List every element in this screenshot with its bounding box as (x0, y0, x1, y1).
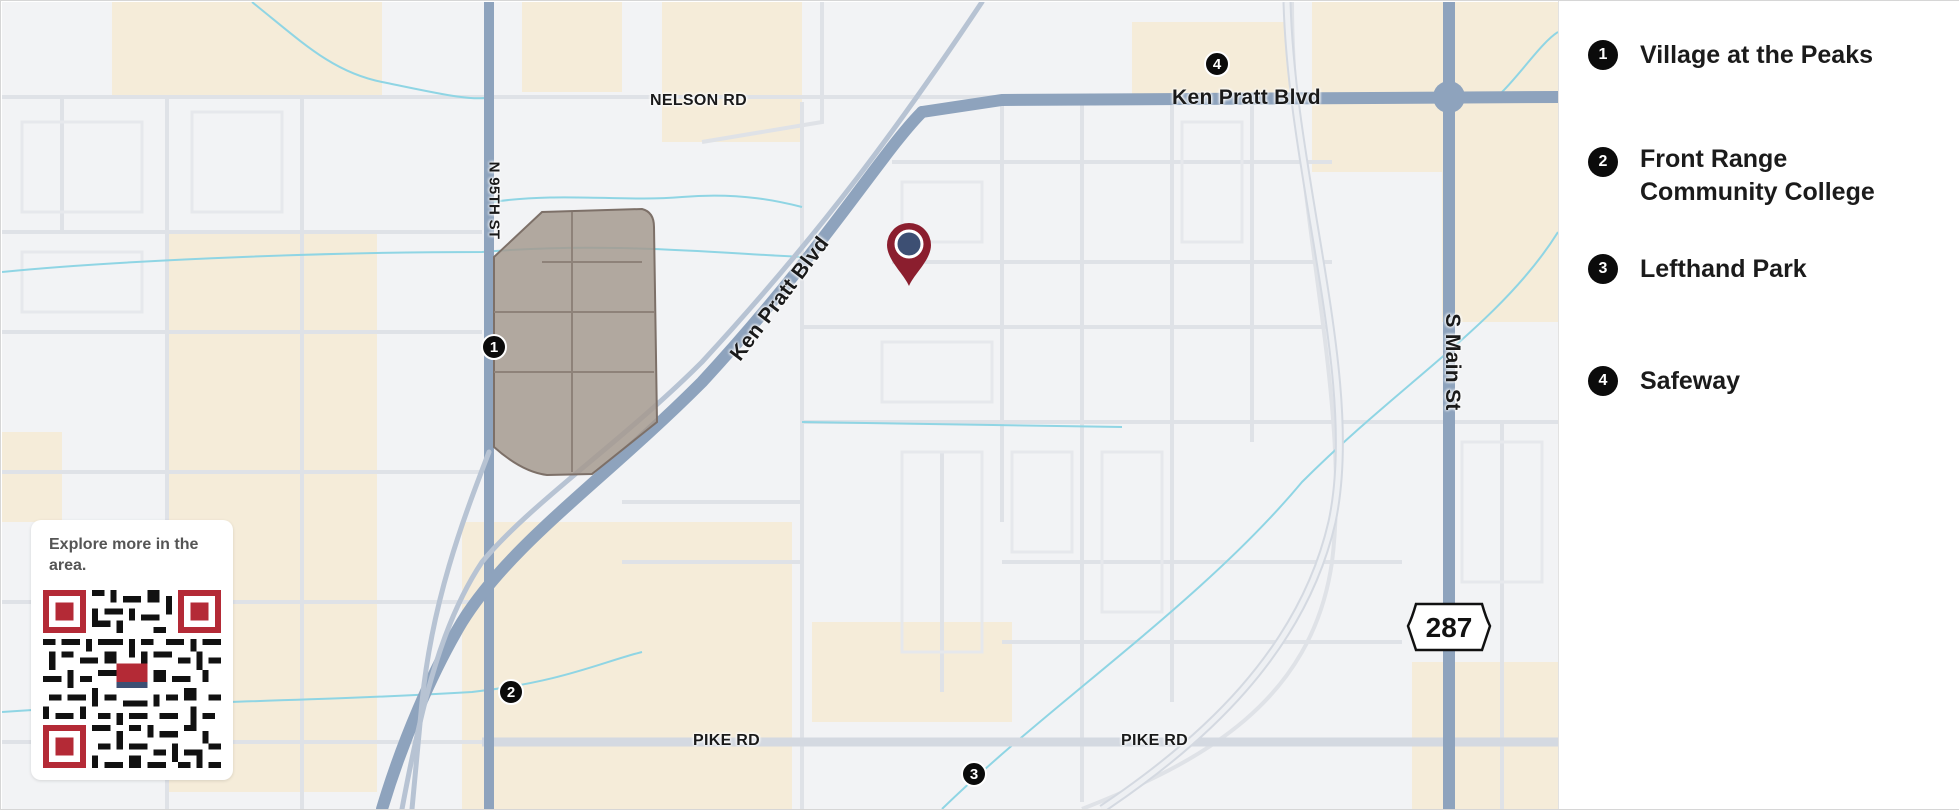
map-marker-4[interactable]: 4 (1204, 51, 1230, 77)
road-label-pike-rd-east: PIKE RD (1121, 732, 1188, 749)
qr-code-icon[interactable] (43, 590, 221, 768)
legend-item-1[interactable]: 1 Village at the Peaks (1588, 39, 1873, 72)
road-label-n-95th-st: N 95TH ST (485, 161, 503, 240)
road-label-nelson-rd: NELSON RD (650, 92, 747, 109)
legend-number-2: 2 (1588, 147, 1618, 177)
qr-code-card: Explore more in the area. (31, 520, 233, 780)
legend-label-2: Front Range Community College (1640, 145, 1875, 206)
road-label-s-main-st: S Main St (1441, 313, 1464, 411)
location-pin-icon[interactable] (884, 220, 934, 293)
map-base (2, 2, 1558, 809)
map-marker-2[interactable]: 2 (498, 679, 524, 705)
legend-number-1: 1 (1588, 40, 1618, 70)
legend-label-4: Safeway (1640, 367, 1741, 395)
legend-item-4[interactable]: 4 Safeway (1588, 365, 1740, 398)
qr-card-text: Explore more in the area. (49, 536, 199, 574)
legend-panel: 1 Village at the Peaks 2 Front Range Com… (1558, 1, 1959, 809)
map-marker-3[interactable]: 3 (961, 761, 987, 787)
map-marker-1[interactable]: 1 (481, 334, 507, 360)
route-287-shield: 287 (1406, 598, 1492, 661)
legend-label-3: Lefthand Park (1640, 255, 1807, 283)
road-label-pike-rd-west: PIKE RD (693, 732, 760, 749)
legend-number-3: 3 (1588, 254, 1618, 284)
legend-item-2[interactable]: 2 Front Range Community College (1588, 143, 1930, 209)
legend-label-1: Village at the Peaks (1640, 41, 1873, 69)
road-label-ken-pratt-blvd: Ken Pratt Blvd (1172, 86, 1321, 109)
route-shield-number: 287 (1426, 612, 1473, 643)
legend-number-4: 4 (1588, 366, 1618, 396)
map-canvas[interactable]: NELSON RD N 95TH ST Ken Pratt Blvd Ken P… (2, 2, 1558, 809)
legend-item-3[interactable]: 3 Lefthand Park (1588, 253, 1807, 286)
